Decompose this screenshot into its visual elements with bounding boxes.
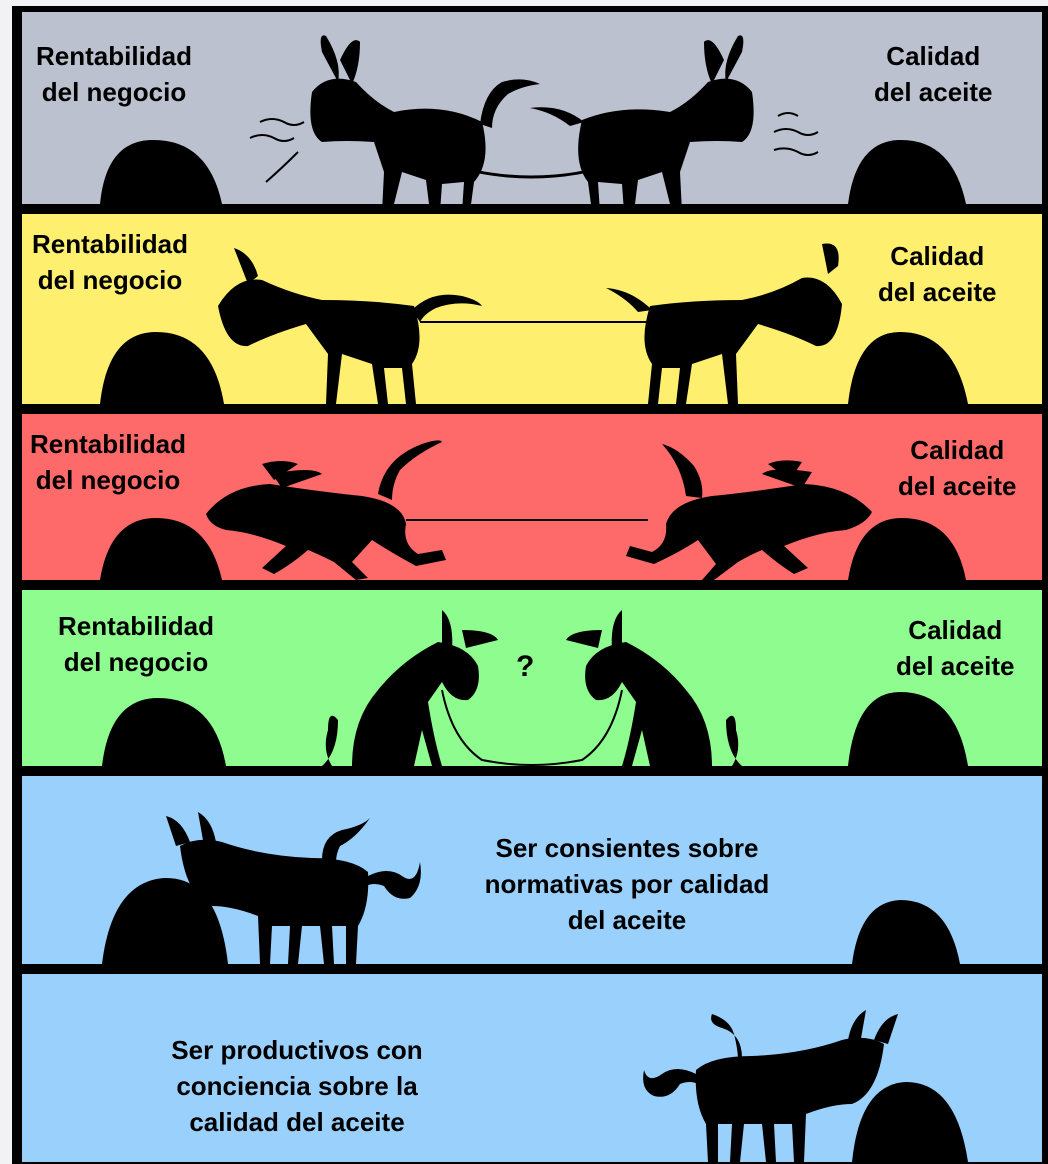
label-business-line1: Rentabilidad (30, 429, 187, 459)
donkey-right (606, 243, 842, 404)
panel-2: Rentabilidad del negocio Calidad del ace… (22, 214, 1042, 404)
haystack-left (102, 877, 228, 964)
label-oil: Calidad del aceite (878, 238, 997, 310)
panel-6-caption-line2: conciencia sobre la (176, 1071, 418, 1101)
haystack-right (848, 692, 968, 766)
motion-lines-left (249, 118, 305, 183)
donkey-right (566, 610, 742, 766)
panel-2-scene (22, 214, 1042, 404)
label-business-line1: Rentabilidad (58, 611, 215, 641)
label-oil: Calidad del aceite (874, 38, 993, 110)
question-mark: ? (516, 650, 535, 683)
donkey-left (322, 610, 498, 766)
label-oil-line1: Calidad (908, 615, 1003, 645)
panel-3: Rentabilidad del negocio Calidad del ace… (22, 414, 1042, 580)
label-business: Rentabilidad del negocio (30, 426, 186, 498)
panel-5-caption: Ser consientes sobre normativas por cali… (462, 830, 792, 938)
donkey-left (218, 248, 482, 404)
panel-6-caption-line3: calidad del aceite (189, 1107, 405, 1137)
panel-5: Ser consientes sobre normativas por cali… (22, 776, 1042, 964)
panel-4-scene (22, 590, 1042, 766)
label-business: Rentabilidad del negocio (36, 38, 192, 110)
comic-strip: Rentabilidad del negocio Calidad del ace… (12, 6, 1048, 1164)
haystack-left (100, 332, 224, 404)
donkey-left (310, 35, 540, 204)
haystack-left (100, 518, 222, 580)
label-business: Rentabilidad del negocio (32, 226, 188, 298)
haystack-right (848, 518, 966, 580)
donkeys-eating-together (166, 812, 421, 964)
panel-4: Rentabilidad del negocio Calidad del ace… (22, 590, 1042, 766)
haystack-left (102, 698, 226, 766)
haystack-right (852, 900, 960, 964)
haystack-right (848, 332, 968, 404)
panel-1: Rentabilidad del negocio Calidad del ace… (22, 12, 1042, 204)
label-business-line2: del negocio (37, 265, 183, 295)
donkey-right (626, 444, 872, 580)
label-business-line1: Rentabilidad (32, 229, 189, 259)
panel-5-caption-line1: Ser consientes sobre (495, 833, 759, 863)
label-oil: Calidad del aceite (896, 612, 1015, 684)
label-oil-line1: Calidad (890, 241, 985, 271)
label-oil-line2: del aceite (898, 471, 1017, 501)
panel-5-caption-line3: del aceite (567, 905, 687, 935)
haystack-left (100, 139, 222, 204)
haystack-right (848, 139, 966, 204)
panel-3-scene (22, 414, 1042, 580)
donkeys-eating-together (643, 1010, 898, 1162)
motion-lines-right (773, 112, 819, 156)
donkey-right (530, 35, 754, 204)
label-oil-line2: del aceite (896, 651, 1015, 681)
label-oil: Calidad del aceite (898, 432, 1017, 504)
label-oil-line2: del aceite (874, 77, 993, 107)
label-business-line1: Rentabilidad (36, 41, 193, 71)
panel-6-caption-line1: Ser productivos con (171, 1035, 423, 1065)
rope (441, 689, 623, 766)
haystack-right (852, 1082, 968, 1162)
label-oil-line1: Calidad (886, 41, 981, 71)
panel-5-caption-line2: normativas por calidad (484, 869, 770, 899)
panel-6-caption: Ser productivos con conciencia sobre la … (132, 1032, 462, 1140)
label-business-line2: del negocio (41, 77, 187, 107)
label-oil-line1: Calidad (910, 435, 1005, 465)
panel-6: Ser productivos con conciencia sobre la … (22, 974, 1042, 1162)
label-business-line2: del negocio (35, 465, 181, 495)
donkey-left (206, 440, 446, 580)
label-business-line2: del negocio (63, 647, 209, 677)
label-oil-line2: del aceite (878, 277, 997, 307)
rope (439, 160, 623, 179)
panel-1-scene (22, 12, 1042, 204)
panel-5-scene (22, 776, 1042, 964)
label-business: Rentabilidad del negocio (58, 608, 214, 680)
panel-6-scene (22, 974, 1042, 1162)
